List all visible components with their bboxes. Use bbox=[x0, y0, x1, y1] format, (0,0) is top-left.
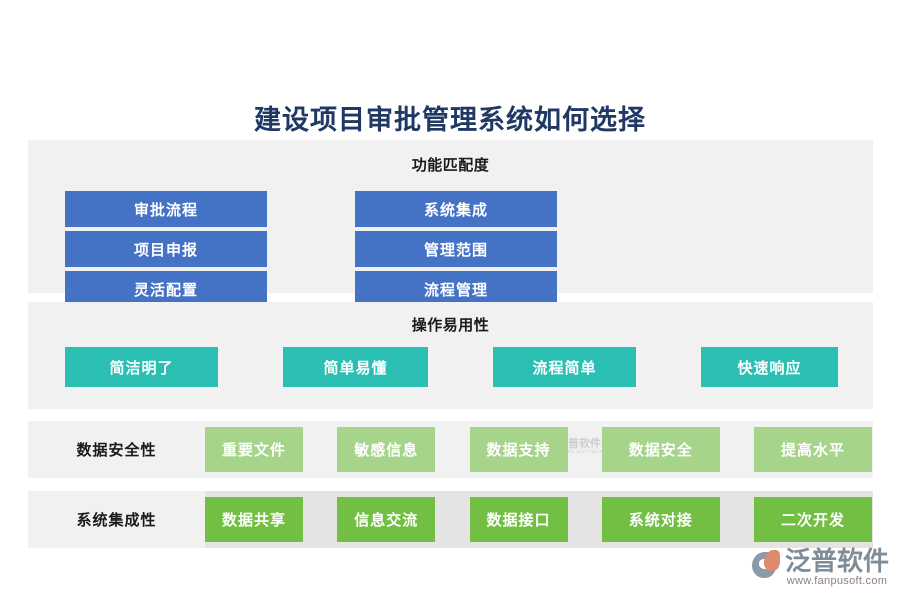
chip-sensitive-info[interactable]: 敏感信息 bbox=[337, 427, 436, 472]
chip-fast-response[interactable]: 快速响应 bbox=[701, 347, 838, 387]
chip-flexible-config[interactable]: 灵活配置 bbox=[65, 271, 267, 307]
section-system-integration: 系统集成性 数据共享 信息交流 数据接口 系统对接 二次开发 bbox=[28, 491, 873, 548]
page-title: 建设项目审批管理系统如何选择 bbox=[254, 105, 646, 135]
chip-secondary-development[interactable]: 二次开发 bbox=[754, 497, 872, 542]
section-data-security: 数据安全性 泛普软件 FANPU SOFTWARE 重要文件 敏感信息 数据支持… bbox=[28, 421, 873, 478]
chip-management-scope[interactable]: 管理范围 bbox=[355, 231, 557, 267]
chip-simple-process[interactable]: 流程简单 bbox=[493, 347, 636, 387]
chip-simple-understandable[interactable]: 简单易懂 bbox=[283, 347, 428, 387]
chip-data-support[interactable]: 数据支持 bbox=[469, 427, 568, 472]
section-usability-title: 操作易用性 bbox=[411, 317, 490, 334]
function-fit-chip-grid: 审批流程 系统集成 项目申报 管理范围 灵活配置 流程管理 bbox=[65, 191, 836, 307]
chip-concise-clear[interactable]: 简洁明了 bbox=[65, 347, 218, 387]
chip-data-safety[interactable]: 数据安全 bbox=[601, 427, 720, 472]
chip-project-declaration[interactable]: 项目申报 bbox=[65, 231, 267, 267]
data-security-chip-row: 泛普软件 FANPU SOFTWARE 重要文件 敏感信息 数据支持 数据安全 … bbox=[205, 421, 873, 478]
brand-logo: 泛普软件 www.fanpusoft.com bbox=[752, 548, 892, 592]
chip-process-management[interactable]: 流程管理 bbox=[355, 271, 557, 307]
chip-important-files[interactable]: 重要文件 bbox=[205, 427, 303, 472]
chip-data-sharing[interactable]: 数据共享 bbox=[205, 497, 303, 542]
chip-improve-level[interactable]: 提高水平 bbox=[754, 427, 872, 472]
section-function-fit: 功能匹配度 审批流程 系统集成 项目申报 管理范围 灵活配置 流程管理 bbox=[28, 140, 873, 307]
chip-system-docking[interactable]: 系统对接 bbox=[601, 497, 720, 542]
section-data-security-label: 数据安全性 bbox=[76, 442, 157, 459]
brand-name: 泛普软件 bbox=[785, 546, 890, 576]
brand-url: www.fanpusoft.com bbox=[786, 575, 888, 587]
system-integration-chip-row: 数据共享 信息交流 数据接口 系统对接 二次开发 bbox=[205, 491, 873, 548]
section-system-integration-label: 系统集成性 bbox=[76, 512, 157, 529]
chip-system-integration[interactable]: 系统集成 bbox=[355, 191, 557, 227]
fanpu-logo-icon bbox=[752, 550, 784, 580]
chip-approval-process[interactable]: 审批流程 bbox=[65, 191, 267, 227]
chip-info-exchange[interactable]: 信息交流 bbox=[337, 497, 436, 542]
section-function-fit-title: 功能匹配度 bbox=[411, 157, 490, 174]
section-usability: 操作易用性 简洁明了 简单易懂 流程简单 快速响应 bbox=[28, 302, 873, 409]
chip-data-interface[interactable]: 数据接口 bbox=[469, 497, 568, 542]
usability-chip-row: 简洁明了 简单易懂 流程简单 快速响应 bbox=[65, 347, 838, 387]
